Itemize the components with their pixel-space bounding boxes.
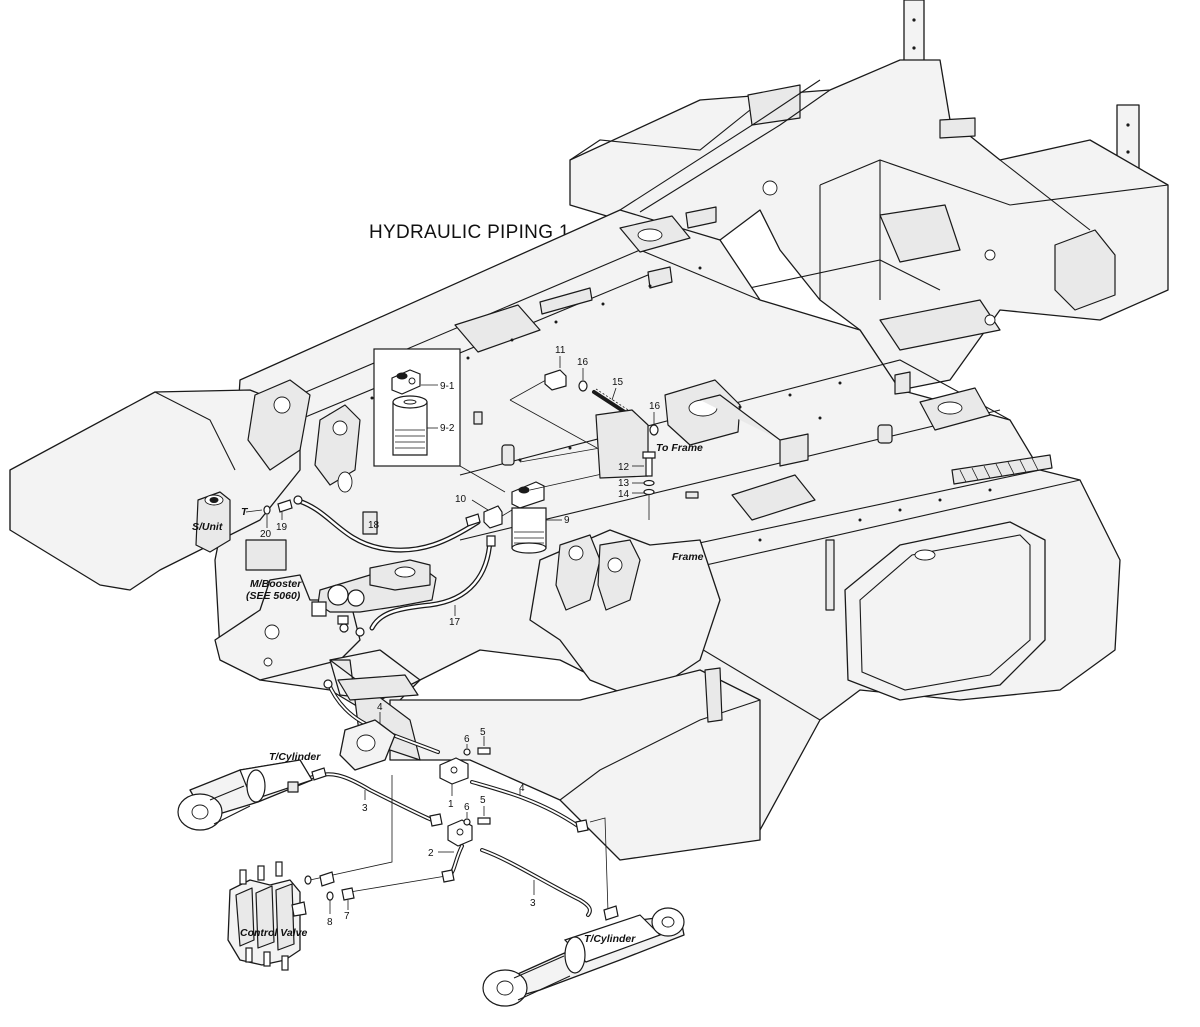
label-control-valve: Control Valve bbox=[240, 927, 307, 939]
callout-11: 11 bbox=[555, 345, 566, 356]
callout-9: 9 bbox=[564, 515, 570, 526]
callout-16a: 16 bbox=[577, 357, 589, 368]
m-booster-assembly: M/Booster (SEE 5060) bbox=[246, 559, 437, 637]
o-ring-8 bbox=[304, 875, 312, 885]
callout-4b: 4 bbox=[519, 783, 525, 794]
diagram-title: HYDRAULIC PIPING 1 bbox=[369, 222, 570, 243]
washer-6 bbox=[463, 748, 471, 756]
filter-assembly: 9 10 bbox=[455, 379, 621, 554]
step-plate bbox=[951, 454, 1053, 485]
fuel-tank bbox=[844, 521, 1046, 701]
callout-6b: 6 bbox=[464, 802, 470, 813]
access-plate bbox=[454, 304, 541, 353]
callout-14: 14 bbox=[618, 489, 630, 500]
elbow-fitting-11 bbox=[544, 369, 567, 391]
callout-16b: 16 bbox=[649, 401, 661, 412]
access-plate bbox=[731, 474, 816, 521]
label-t-port: T bbox=[241, 506, 249, 518]
callout-19: 19 bbox=[276, 522, 288, 533]
callout-13: 13 bbox=[618, 478, 630, 489]
connector-19 bbox=[277, 499, 293, 513]
o-ring-16 bbox=[578, 380, 588, 392]
label-s-unit: S/Unit bbox=[192, 521, 223, 533]
pipe-3-upper bbox=[308, 772, 434, 822]
washer-6 bbox=[463, 818, 471, 826]
control-valve-assembly: Control Valve bbox=[227, 861, 307, 971]
bolt-12 bbox=[645, 455, 653, 477]
filter-assembly-canister bbox=[511, 507, 547, 549]
callout-18: 18 bbox=[368, 520, 380, 531]
front-pivot-bracket bbox=[555, 534, 601, 611]
return-line-assembly: 11 16 15 16 To Frame 12 13 14 bbox=[544, 345, 703, 520]
callout-5a: 5 bbox=[480, 727, 486, 738]
label-t-cylinder-left: T/Cylinder bbox=[269, 751, 321, 763]
callout-2: 2 bbox=[428, 848, 434, 859]
filter-detail-inset: 9-1 9-2 bbox=[373, 348, 506, 493]
callout-5b: 5 bbox=[480, 795, 486, 806]
connector-7 bbox=[319, 871, 335, 887]
label-m-booster-ref: (SEE 5060) bbox=[246, 590, 301, 602]
elbow-fitting-10 bbox=[483, 505, 503, 529]
callout-7: 7 bbox=[344, 911, 350, 922]
pipe-3-lower bbox=[480, 848, 592, 917]
t-cylinder-left: T/Cylinder bbox=[177, 719, 396, 831]
callout-9-1: 9-1 bbox=[440, 381, 455, 392]
hose-routing: 20 19 T S/Unit 18 17 bbox=[192, 495, 496, 631]
label-m-booster: M/Booster bbox=[250, 578, 302, 590]
callout-12: 12 bbox=[618, 462, 630, 473]
callout-10: 10 bbox=[455, 494, 467, 505]
upper-frame-structure bbox=[569, 0, 1169, 391]
callout-8: 8 bbox=[327, 917, 333, 928]
washer-14 bbox=[643, 488, 655, 496]
callout-1: 1 bbox=[448, 799, 454, 810]
label-to-frame: To Frame bbox=[656, 442, 703, 454]
s-unit-block bbox=[195, 491, 231, 553]
washer-13 bbox=[643, 479, 655, 487]
label-t-cylinder-right: T/Cylinder bbox=[584, 933, 636, 945]
callout-4a: 4 bbox=[377, 702, 383, 713]
label-frame: Frame bbox=[672, 551, 704, 563]
callout-15: 15 bbox=[612, 377, 624, 388]
filter-element bbox=[392, 401, 428, 456]
callout-6a: 6 bbox=[464, 734, 470, 745]
boom-pivot-bracket bbox=[247, 379, 311, 471]
boom-arm bbox=[9, 389, 301, 591]
clamp-18 bbox=[362, 511, 378, 535]
callout-17: 17 bbox=[449, 617, 461, 628]
t-cylinder-right: T/Cylinder bbox=[482, 905, 685, 1007]
callout-9-2: 9-2 bbox=[440, 423, 455, 434]
bolt-5 bbox=[477, 747, 491, 755]
bolt-5 bbox=[477, 817, 491, 825]
o-ring-16 bbox=[649, 424, 659, 436]
mounting-plate bbox=[595, 409, 649, 479]
callout-3b: 3 bbox=[530, 898, 536, 909]
o-ring-20 bbox=[263, 505, 271, 515]
callout-3a: 3 bbox=[362, 803, 368, 814]
callout-20: 20 bbox=[260, 529, 272, 540]
